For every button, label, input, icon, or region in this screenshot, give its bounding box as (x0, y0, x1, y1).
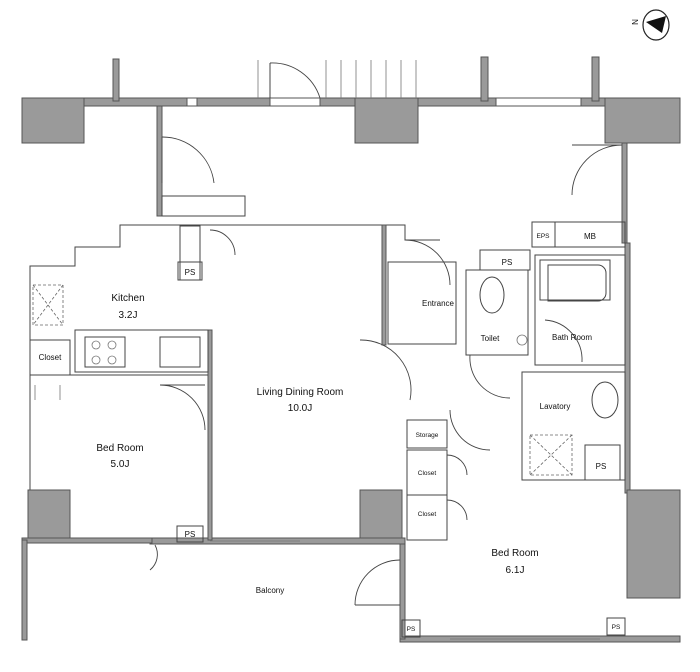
compass-label: N (631, 19, 640, 25)
ps-label: PS (596, 462, 607, 471)
balcony-label: Balcony (256, 586, 284, 595)
living-dining-size: 10.0J (288, 403, 312, 414)
eps-label: EPS (536, 233, 550, 240)
corridor-walls (21, 56, 681, 144)
corridor-partitions (156, 105, 628, 244)
bedroom-east-size: 6.1J (506, 565, 525, 576)
closet-label: Closet (418, 470, 437, 477)
lavatory-label: Lavatory (540, 402, 571, 411)
toilet-label: Toilet (481, 334, 500, 343)
ps-label: PS (612, 624, 621, 631)
ps-label: PS (423, 415, 432, 422)
interior-walls (29, 221, 626, 606)
storage-label: Storage (416, 432, 439, 439)
living-dining-label: Living Dining Room (257, 387, 344, 398)
ps-boxes (176, 261, 626, 638)
bedroom-west-label: Bed Room (96, 443, 143, 454)
kitchen-size: 3.2J (119, 310, 138, 321)
ps-label: PS (185, 268, 196, 277)
mb-label: MB (584, 232, 596, 241)
entrance-label: Entrance (422, 299, 455, 308)
gate-rails (257, 60, 417, 99)
closet-label: Closet (418, 511, 437, 518)
ps-label: PS (185, 530, 196, 539)
kitchen-label: Kitchen (111, 293, 144, 304)
kitchen-closet-label: Closet (39, 353, 62, 362)
ps-label: PS (502, 258, 513, 267)
unit-walls (21, 224, 681, 643)
bedroom-west-size: 5.0J (111, 459, 130, 470)
bath-room-label: Bath Room (552, 333, 592, 342)
ps-label: PS (407, 626, 416, 633)
bedroom-east-label: Bed Room (491, 548, 538, 559)
north-compass-icon: N (631, 9, 670, 41)
